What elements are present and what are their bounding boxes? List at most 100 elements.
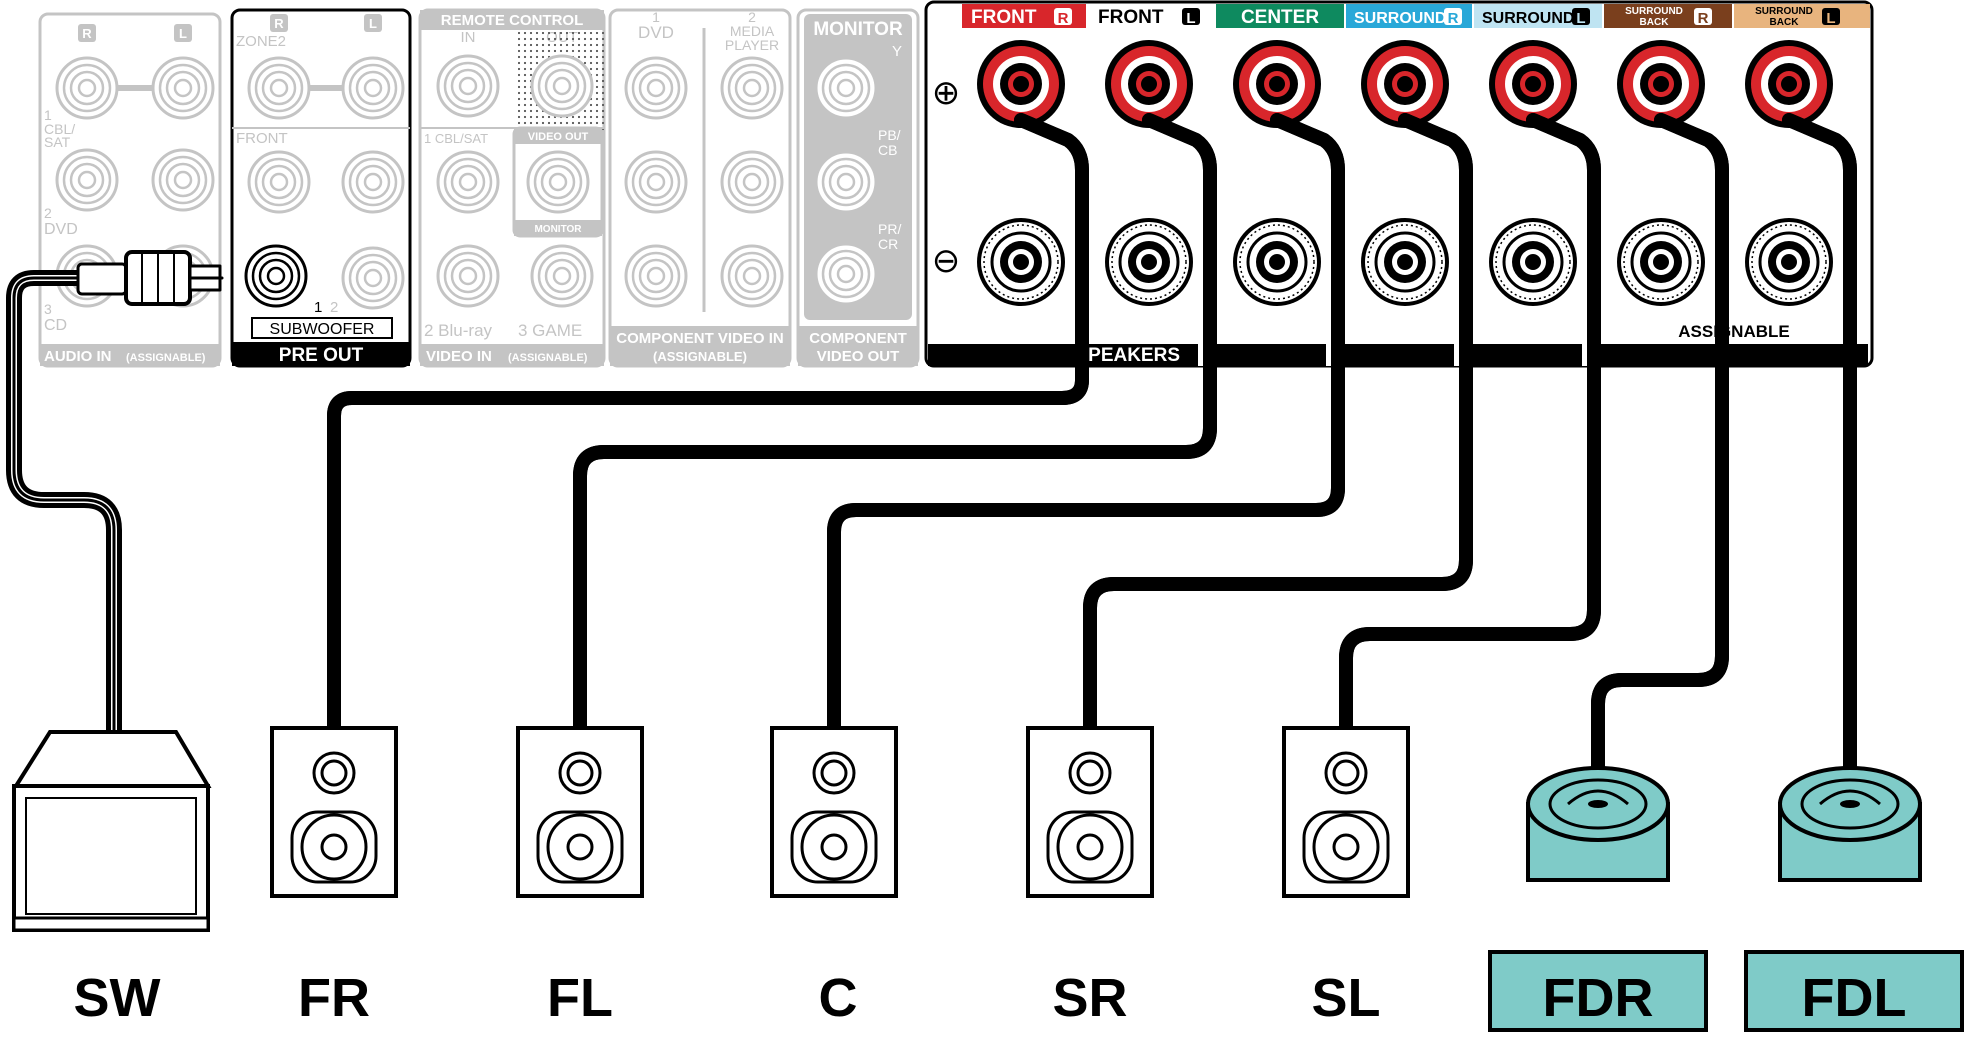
label-fdl: FDL [1802, 968, 1907, 1028]
component-in-2-y-jack[interactable] [720, 56, 784, 120]
component-in-1-y-jack[interactable] [624, 56, 688, 120]
svg-text:L: L [1826, 10, 1835, 27]
audio-in-1-name: CBL/ [44, 121, 75, 137]
component-in-1-pb-jack[interactable] [624, 150, 688, 214]
assignable-label: ASSIGNABLE [1678, 322, 1789, 341]
subwoofer-cable [6, 270, 136, 740]
component-in-label-suffix: (ASSIGNABLE) [653, 349, 747, 364]
component-out-pr-label: PR/ [878, 221, 901, 237]
video-out-monitor-jack[interactable] [526, 150, 590, 214]
audio-in-1-r-jack[interactable] [55, 56, 119, 120]
front-r-negative-terminal[interactable] [975, 216, 1067, 308]
speakers-label: SPEAKERS [1075, 345, 1180, 366]
negative-symbol: ⊖ [932, 242, 961, 280]
pre-out-front-r-jack[interactable] [247, 150, 311, 214]
zone2-l-jack[interactable] [341, 56, 405, 120]
svg-text:L: L [179, 26, 187, 41]
component-in-2-name-2: PLAYER [725, 37, 779, 53]
svg-text:SURROUND: SURROUND [1354, 10, 1446, 27]
front-dolby-right-speaker [1526, 766, 1670, 882]
front-l-negative-terminal[interactable] [1103, 216, 1195, 308]
center-cable [827, 113, 1345, 739]
center-negative-terminal[interactable] [1231, 216, 1323, 308]
surround-l-negative-terminal[interactable] [1487, 216, 1579, 308]
front-right-speaker [270, 726, 398, 898]
front-l-cable [573, 113, 1217, 739]
component-out-y-jack[interactable] [814, 56, 878, 120]
video-in-3-jack[interactable] [530, 244, 594, 308]
pre-out-zone2-label: ZONE2 [236, 33, 286, 50]
remote-control-label: REMOTE CONTROL [441, 12, 584, 29]
component-out-pr-jack[interactable] [814, 242, 878, 306]
svg-text:SURROUND: SURROUND [1482, 10, 1574, 27]
remote-out-jack[interactable] [530, 54, 594, 118]
audio-in-1-l-jack[interactable] [151, 56, 215, 120]
svg-text:L: L [369, 16, 377, 31]
component-in-1-pr-jack[interactable] [624, 244, 688, 308]
channel-tag-center: CENTER [1216, 4, 1344, 28]
component-in-label: COMPONENT VIDEO IN [616, 330, 784, 347]
remote-in-jack[interactable] [436, 54, 500, 118]
label-fl: FL [547, 968, 613, 1028]
label-c: C [819, 968, 858, 1028]
component-in-2-pb-jack[interactable] [720, 150, 784, 214]
component-out-y-label: Y [892, 43, 902, 60]
surround-back-l-cable [1782, 113, 1857, 783]
surround-back-r-negative-terminal[interactable] [1615, 216, 1707, 308]
channel-tag-front-l: FRONT L [1090, 4, 1214, 28]
surround-r-negative-terminal[interactable] [1359, 216, 1451, 308]
surround-l-cable [1339, 113, 1601, 739]
video-out-monitor-label: MONITOR [534, 224, 582, 235]
channel-tag-front-r: FRONT R [962, 4, 1086, 28]
audio-in-label-suffix: (ASSIGNABLE) [126, 352, 206, 364]
front-left-speaker [516, 726, 644, 898]
remote-in-label: IN [461, 29, 476, 46]
audio-in-label: AUDIO IN [44, 348, 112, 365]
component-in-2-name: MEDIA [730, 23, 775, 39]
channel-tag-surround-back-r: SURROUND BACK R [1604, 4, 1732, 28]
component-out-monitor-label: MONITOR [813, 19, 903, 40]
video-out-label: VIDEO OUT [528, 131, 589, 143]
video-out-monitor-box: VIDEO OUT MONITOR [512, 126, 604, 238]
video-in-1-jack[interactable] [436, 150, 500, 214]
subwoofer-1-jack[interactable] [244, 244, 308, 308]
label-fdr-box: FDR [1488, 950, 1708, 1032]
video-in-section: REMOTE CONTROL IN OUT 1 CBL/SAT VIDEO OU… [418, 8, 606, 368]
label-fdl-box: FDL [1744, 950, 1964, 1032]
component-video-in-section: 1 DVD 2 MEDIA PLAYER COMPONENT VIDEO IN … [608, 8, 792, 368]
svg-text:SURROUND: SURROUND [1755, 6, 1813, 17]
audio-in-l-badge: L [174, 24, 192, 42]
svg-text:R: R [274, 16, 284, 31]
zone2-r-jack[interactable] [247, 56, 311, 120]
component-out-pb-jack[interactable] [814, 150, 878, 214]
video-in-2-jack[interactable] [436, 244, 500, 308]
label-sw: SW [74, 968, 161, 1028]
surround-back-r-cable [1591, 113, 1729, 783]
component-out-label: COMPONENT [809, 330, 907, 347]
audio-in-2-r-jack[interactable] [55, 148, 119, 212]
audio-in-section: R L 1 CBL/ SAT 2 DVD 3 CD AUDIO IN (ASSI… [38, 12, 222, 368]
pre-out-front-label: FRONT [236, 130, 288, 147]
video-in-label: VIDEO IN [426, 348, 492, 365]
center-speaker [770, 726, 898, 898]
subwoofer-2-jack[interactable] [341, 246, 405, 310]
pre-out-front-l-jack[interactable] [341, 150, 405, 214]
svg-text:R: R [82, 26, 92, 41]
component-out-label-2: VIDEO OUT [817, 348, 900, 365]
pre-out-label: PRE OUT [279, 345, 364, 366]
audio-in-r-badge: R [78, 24, 96, 42]
component-in-2-pr-jack[interactable] [720, 244, 784, 308]
svg-text:R: R [1698, 10, 1709, 27]
component-in-1-number: 1 [652, 9, 660, 25]
front-r-cable [327, 113, 1089, 739]
svg-text:SURROUND: SURROUND [1625, 6, 1683, 17]
audio-in-2-l-jack[interactable] [151, 148, 215, 212]
svg-text:FRONT: FRONT [1098, 7, 1164, 28]
component-in-1-name: DVD [638, 23, 674, 42]
surround-back-l-negative-terminal[interactable] [1743, 216, 1835, 308]
audio-in-2-number: 2 [44, 205, 52, 221]
subwoofer-rca-plug [76, 250, 224, 306]
svg-text:CENTER: CENTER [1241, 7, 1319, 28]
subwoofer-1-number: 1 [314, 299, 322, 316]
